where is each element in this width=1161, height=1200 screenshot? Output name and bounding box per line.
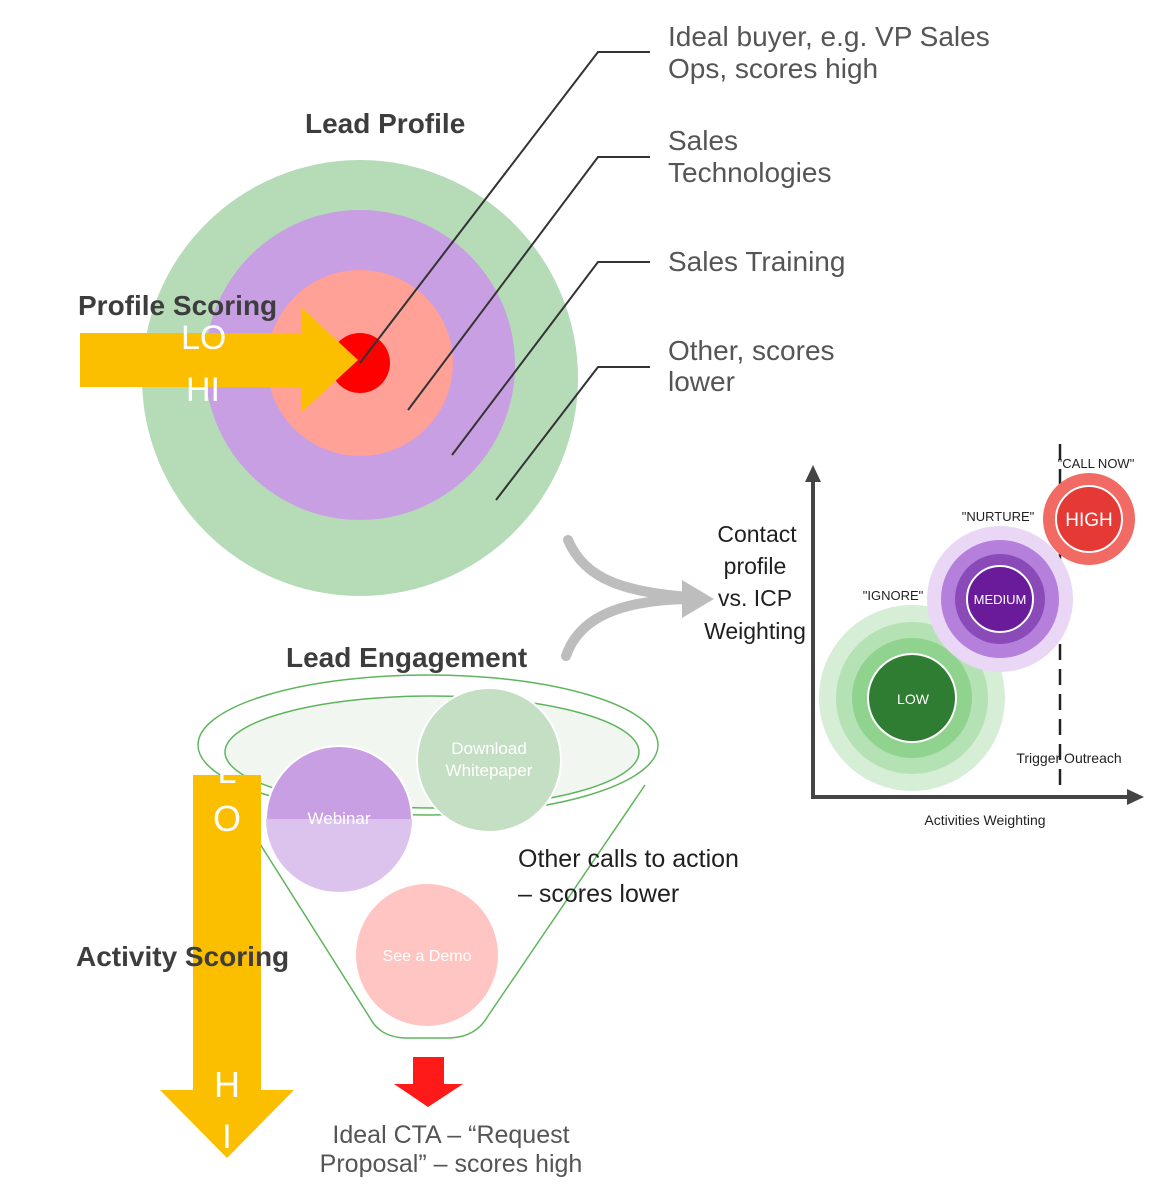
connector-label-1: Contact: [717, 521, 797, 547]
ring-label-other: Other, scores: [668, 335, 835, 366]
lead-engagement-title: Lead Engagement: [286, 642, 527, 673]
matrix-x-arrowhead: [1127, 789, 1144, 805]
profile-arrow-lo: LO: [181, 319, 226, 357]
item-whitepaper-label-1: Download: [451, 739, 527, 758]
engagement-funnel: [197, 674, 659, 1039]
other-cta-label-1: Other calls to action: [518, 845, 739, 873]
ring-label-ideal-2: Ops, scores high: [668, 53, 878, 84]
ring-label-ideal: Ideal buyer, e.g. VP Sales: [668, 21, 990, 52]
bubble-high-label: HIGH: [1065, 510, 1113, 531]
bubble-low: [819, 605, 1005, 791]
item-whitepaper-circle: [416, 687, 562, 833]
activity-arrow-l: L: [218, 753, 237, 791]
bubble-medium-tag: "NURTURE": [962, 509, 1035, 524]
bubble-medium: [927, 526, 1073, 672]
other-cta-label-2: – scores lower: [518, 880, 679, 908]
ring-label-technologies: Sales: [668, 125, 738, 156]
item-webinar-label: Webinar: [308, 809, 371, 828]
item-demo-circle: [354, 882, 500, 1028]
profile-arrow-hi: HI: [186, 371, 220, 409]
activity-arrow-h: H: [214, 1064, 240, 1105]
connector-arrow: [561, 535, 714, 661]
matrix-y-arrowhead: [805, 465, 821, 482]
trigger-outreach-label: Trigger Outreach: [1016, 750, 1121, 766]
activity-scoring-arrow: [160, 775, 294, 1158]
lead-profile-title: Lead Profile: [305, 108, 465, 139]
ring-label-technologies-2: Technologies: [668, 157, 831, 188]
bubble-high: [1043, 473, 1135, 565]
ideal-cta-arrow: [394, 1057, 463, 1107]
connector-label-4: Weighting: [704, 618, 806, 644]
bubble-low-label: LOW: [897, 691, 930, 707]
leader-line-training: [451, 261, 650, 456]
activity-arrow-o: O: [213, 798, 241, 839]
ideal-cta-label-2: Proposal” – scores high: [320, 1150, 583, 1178]
funnel-rim-outer: [197, 674, 659, 816]
profile-scoring-label: Profile Scoring: [78, 290, 277, 321]
leader-lines: [359, 51, 650, 501]
funnel-outline: [254, 784, 646, 1039]
activity-arrow-i: I: [222, 1118, 231, 1156]
ring-label-training: Sales Training: [668, 246, 845, 277]
bubble-high-tag: "CALL NOW": [1058, 456, 1135, 471]
matrix-x-label: Activities Weighting: [924, 812, 1045, 828]
item-whitepaper-label-2: Whitepaper: [446, 761, 533, 780]
connector-label-2: profile: [724, 553, 787, 579]
connector-curve-upper: [563, 535, 695, 602]
bubble-low-tag: "IGNORE": [863, 588, 924, 603]
bubble-medium-label: MEDIUM: [974, 592, 1027, 607]
connector-label-3: vs. ICP: [718, 585, 792, 611]
item-demo-label: See a Demo: [383, 948, 472, 965]
activity-scoring-label: Activity Scoring: [76, 941, 289, 972]
ideal-cta-label-1: Ideal CTA – “Request: [332, 1121, 569, 1149]
leader-line-ideal: [359, 51, 650, 364]
item-webinar-lower-tint: [266, 819, 412, 892]
profile-scoring-arrow: [80, 308, 358, 412]
connector-arrowhead: [682, 580, 714, 618]
connector-curve-lower: [561, 594, 695, 661]
leader-line-other: [495, 366, 650, 501]
leader-line-technologies: [407, 156, 650, 411]
ring-label-other-2: lower: [668, 366, 735, 397]
